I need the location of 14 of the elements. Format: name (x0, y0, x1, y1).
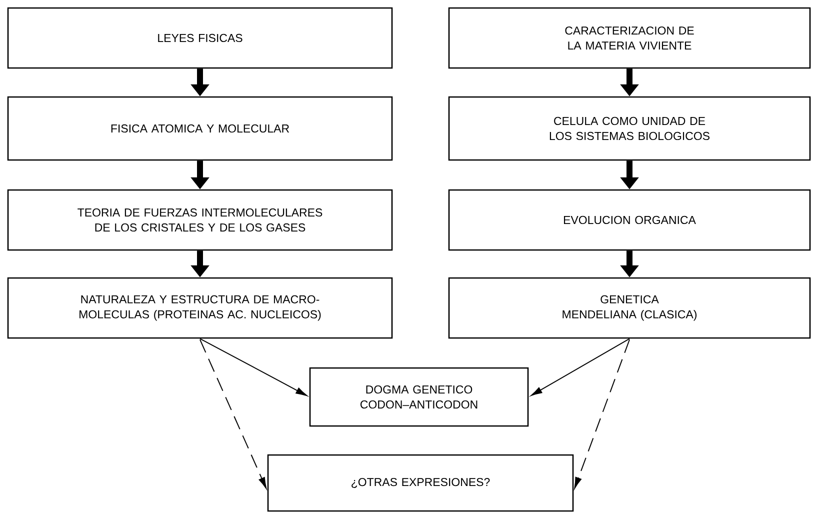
process-box: CARACTERIZACION DE LA MATERIA VIVIENTE (448, 7, 811, 69)
process-box: DOGMA GENETICO CODON–ANTICODON (309, 367, 529, 427)
process-box: LEYES FISICAS (7, 7, 393, 69)
process-box: TEORIA DE FUERZAS INTERMOLECULARES DE LOS CRISTALES Y DE LOS GASES (7, 189, 393, 251)
process-box: EVOLUCION ORGANICA (448, 189, 811, 251)
process-box: ¿OTRAS EXPRESIONES? (267, 454, 574, 512)
arrow (200, 339, 267, 489)
arrow (200, 338, 308, 396)
process-box: FISICA ATOMICA Y MOLECULAR (7, 96, 393, 161)
process-box: CELULA COMO UNIDAD DE LOS SISTEMAS BIOLOGICOS (448, 96, 811, 161)
process-box: NATURALEZA Y ESTRUCTURA DE MACRO- MOLECULAS (PROTEINAS AC. NUCLEICOS) (7, 277, 393, 339)
arrow (530, 338, 630, 396)
process-box: GENETICA MENDELIANA (CLASICA) (448, 277, 811, 339)
arrow (574, 339, 630, 489)
